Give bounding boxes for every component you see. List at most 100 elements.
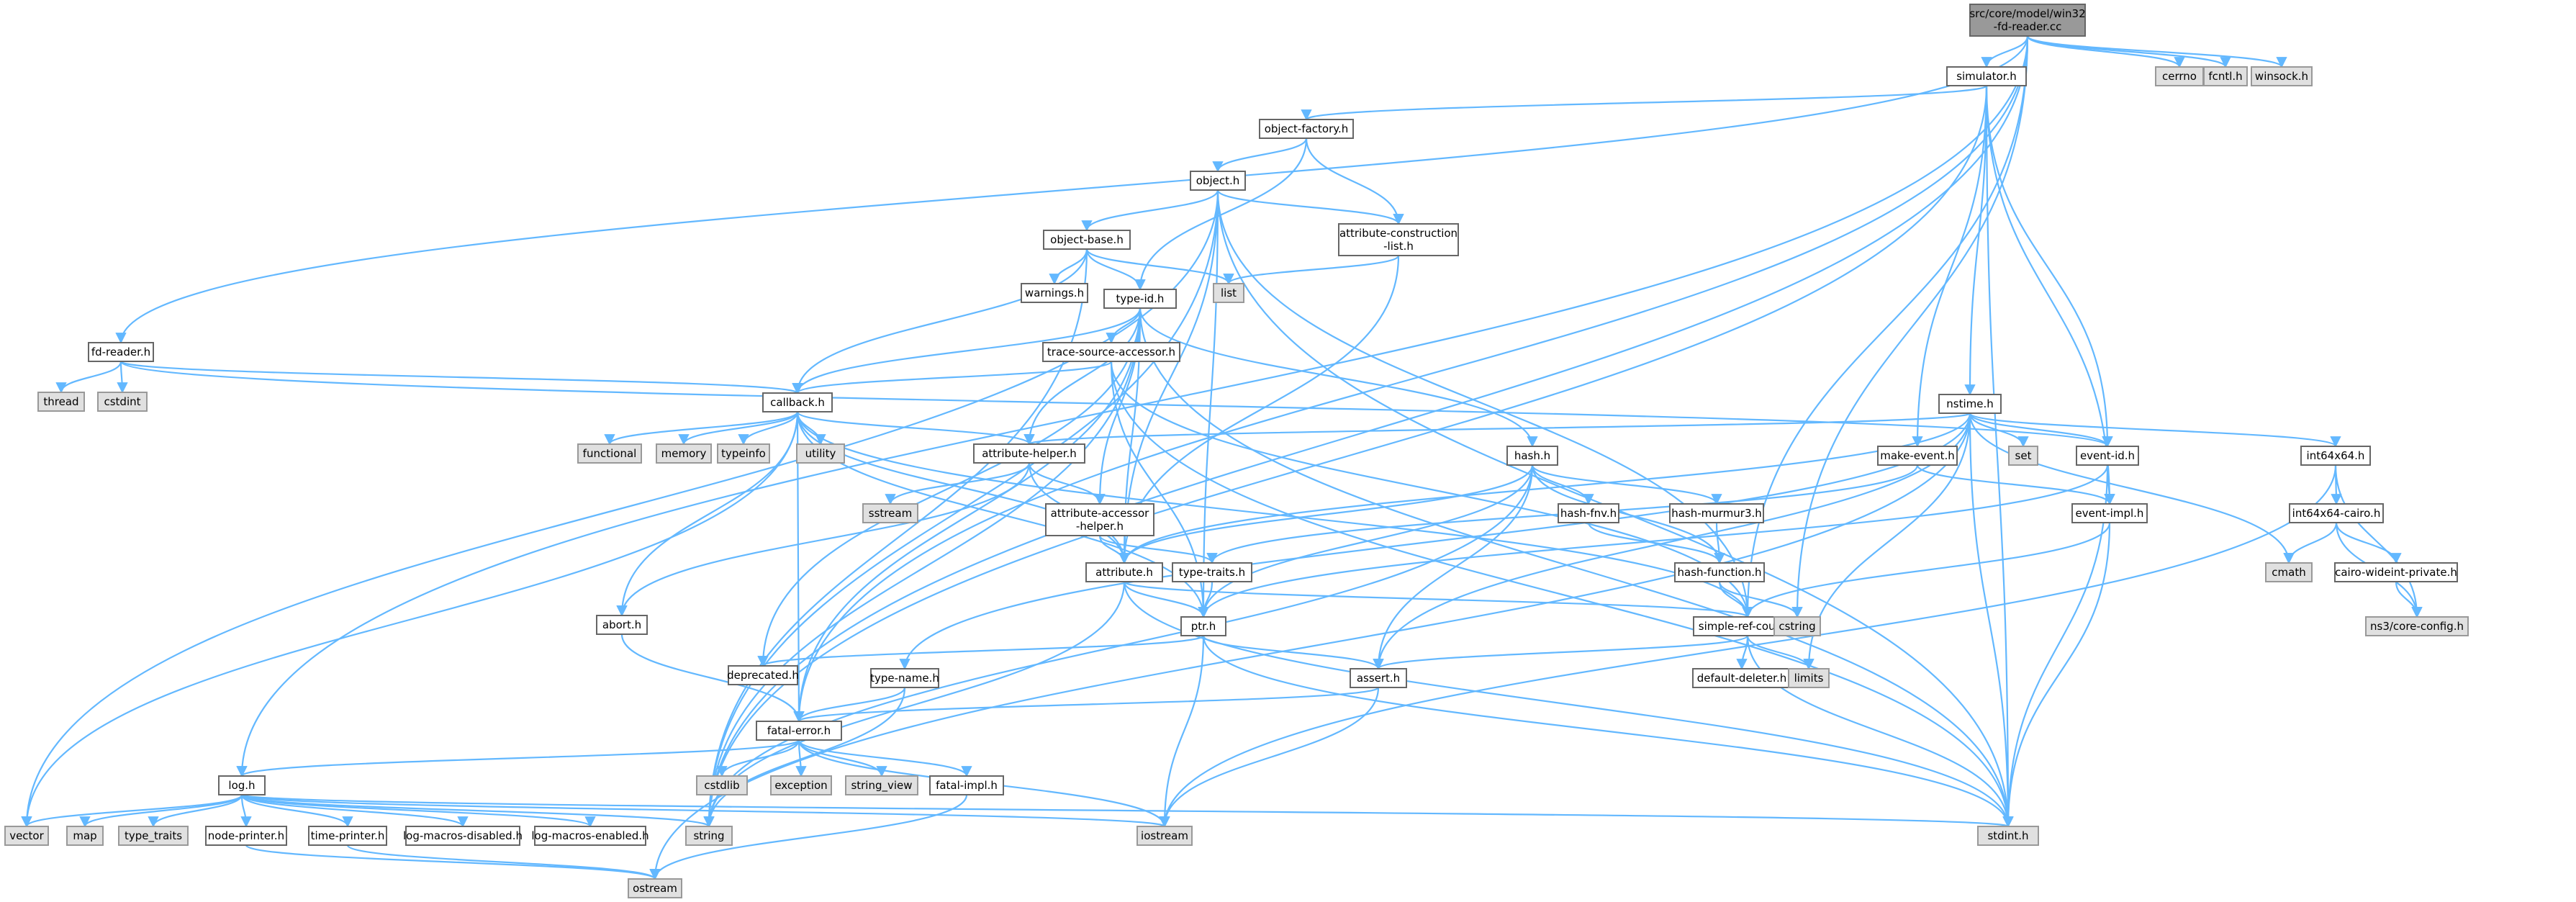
node-typeinfo[interactable]: typeinfo: [717, 443, 770, 464]
edge-simulator-to-eventid: [1985, 85, 2113, 448]
node-label: attribute-helper.h: [982, 447, 1077, 460]
node-root[interactable]: src/core/model/win32-fd-reader.cc: [1969, 4, 2086, 37]
node-typeid[interactable]: type-id.h: [1103, 289, 1177, 309]
node-int64cairo[interactable]: int64x64-cairo.h: [2289, 503, 2384, 523]
node-attrhelper[interactable]: attribute-helper.h: [973, 443, 1085, 464]
node-label: cstdint: [104, 395, 140, 408]
node-string_view[interactable]: string_view: [845, 775, 918, 795]
edge-attrhelper-to-sstream: [885, 462, 1031, 505]
node-winsock[interactable]: winsock.h: [2251, 66, 2313, 86]
node-list[interactable]: list: [1213, 283, 1244, 303]
node-label: log-macros-disabled.h: [403, 829, 523, 842]
node-label: warnings.h: [1025, 287, 1084, 299]
node-timeprinter[interactable]: time-printer.h: [308, 826, 387, 846]
node-label: sstream: [869, 507, 912, 520]
edge-log-to-string: [240, 793, 715, 828]
node-assert[interactable]: assert.h: [1350, 668, 1407, 688]
node-box: [1788, 668, 1830, 688]
node-attribute[interactable]: attribute.h: [1085, 562, 1163, 582]
node-box: [2076, 446, 2139, 466]
node-nodeprinter[interactable]: node-printer.h: [205, 826, 287, 846]
edge-ptr-to-assert: [1202, 635, 1384, 670]
dependency-nodes: src/core/model/win32-fd-reader.cc simulat…: [4, 4, 2469, 898]
node-thread[interactable]: thread: [37, 392, 85, 412]
node-label: exception: [774, 779, 827, 792]
node-ostream[interactable]: ostream: [628, 878, 682, 898]
node-fatalimpl[interactable]: fatal-impl.h: [929, 775, 1004, 795]
node-type_traits[interactable]: type_traits: [118, 826, 189, 846]
edge-simulator-to-eventimpl: [1985, 85, 2115, 505]
node-box: [762, 392, 833, 412]
node-hashfnv[interactable]: hash-fnv.h: [1558, 503, 1619, 523]
node-cerrno[interactable]: cerrno: [2155, 66, 2204, 86]
edge-hashfunc-to-cstring: [1718, 581, 1803, 618]
node-cstdint[interactable]: cstdint: [97, 392, 148, 412]
edge-eventimpl-to-simplerefcount: [1742, 522, 2111, 618]
node-map[interactable]: map: [66, 826, 104, 846]
node-box: [4, 826, 49, 846]
node-box: [405, 826, 520, 846]
node-attraccess[interactable]: attribute-accessor-helper.h: [1045, 503, 1154, 536]
node-nstime[interactable]: nstime.h: [1938, 394, 2002, 414]
node-label: type-name.h: [870, 672, 939, 685]
node-callback[interactable]: callback.h: [762, 392, 833, 412]
node-fatalerror[interactable]: fatal-error.h: [756, 721, 842, 741]
node-warnings[interactable]: warnings.h: [1021, 283, 1088, 303]
node-coreconfig[interactable]: ns3/core-config.h: [2365, 616, 2469, 636]
node-stdint[interactable]: stdint.h: [1977, 826, 2039, 846]
node-hash[interactable]: hash.h: [1506, 446, 1558, 466]
node-logenabled[interactable]: log-macros-enabled.h: [531, 826, 649, 846]
node-logdisabled[interactable]: log-macros-disabled.h: [403, 826, 523, 846]
edge-makeevent-to-eventimpl: [1916, 464, 2115, 505]
node-sstream[interactable]: sstream: [862, 503, 918, 523]
node-cairowide[interactable]: cairo-wideint-private.h: [2334, 562, 2458, 582]
node-cstdlib[interactable]: cstdlib: [696, 775, 748, 795]
edge-fatalerror-to-cstdlib: [716, 739, 800, 777]
node-eventimpl[interactable]: event-impl.h: [2071, 503, 2148, 523]
node-fdreader[interactable]: fd-reader.h: [88, 342, 154, 362]
node-eventid[interactable]: event-id.h: [2076, 446, 2139, 466]
edge-fatalerror-to-fatalimpl: [797, 739, 972, 777]
node-objbase[interactable]: object-base.h: [1043, 230, 1131, 250]
node-object[interactable]: object.h: [1190, 171, 1246, 191]
node-tsa[interactable]: trace-source-accessor.h: [1042, 342, 1180, 362]
node-cmath[interactable]: cmath: [2265, 562, 2313, 582]
node-hashfunc[interactable]: hash-function.h: [1674, 562, 1765, 582]
node-typetraits[interactable]: type-traits.h: [1172, 562, 1252, 582]
node-makeevent[interactable]: make-event.h: [1877, 446, 1958, 466]
node-exception[interactable]: exception: [770, 775, 832, 795]
node-utility[interactable]: utility: [796, 443, 845, 464]
node-string[interactable]: string: [685, 826, 733, 846]
node-cstring[interactable]: cstring: [1773, 616, 1821, 636]
edge-nstime-to-eventid: [1969, 412, 2113, 448]
node-iostream[interactable]: iostream: [1136, 826, 1193, 846]
node-limits[interactable]: limits: [1788, 668, 1830, 688]
node-vector[interactable]: vector: [4, 826, 49, 846]
node-objfactory[interactable]: object-factory.h: [1259, 119, 1354, 139]
node-typename[interactable]: type-name.h: [870, 668, 939, 688]
node-box: [2300, 446, 2371, 466]
node-functional[interactable]: functional: [577, 443, 642, 464]
node-log[interactable]: log.h: [218, 775, 266, 795]
node-box: [97, 392, 148, 412]
node-label: assert.h: [1357, 672, 1400, 685]
node-attrcons[interactable]: attribute-construction-list.h: [1338, 223, 1459, 256]
edge-objfactory-to-object: [1212, 137, 1308, 173]
node-set[interactable]: set: [2008, 446, 2038, 466]
node-abort[interactable]: abort.h: [596, 615, 648, 635]
node-fcntl[interactable]: fcntl.h: [2203, 66, 2248, 86]
node-label: fatal-error.h: [767, 724, 831, 737]
node-deprecated[interactable]: deprecated.h: [727, 665, 799, 685]
node-memory[interactable]: memory: [656, 443, 712, 464]
edge-root-to-fdreader: [115, 35, 2029, 344]
edge-log-to-logdisabled: [240, 794, 469, 828]
node-int64x64[interactable]: int64x64.h: [2300, 446, 2371, 466]
node-defaultdeleter[interactable]: default-deleter.h: [1692, 668, 1791, 688]
node-ptr[interactable]: ptr.h: [1180, 616, 1226, 636]
node-hashmurmur[interactable]: hash-murmur3.h: [1669, 503, 1764, 523]
node-box: [685, 826, 733, 846]
node-label: map: [73, 829, 96, 842]
node-box: [656, 443, 712, 464]
node-simulator[interactable]: simulator.h: [1946, 66, 2027, 86]
